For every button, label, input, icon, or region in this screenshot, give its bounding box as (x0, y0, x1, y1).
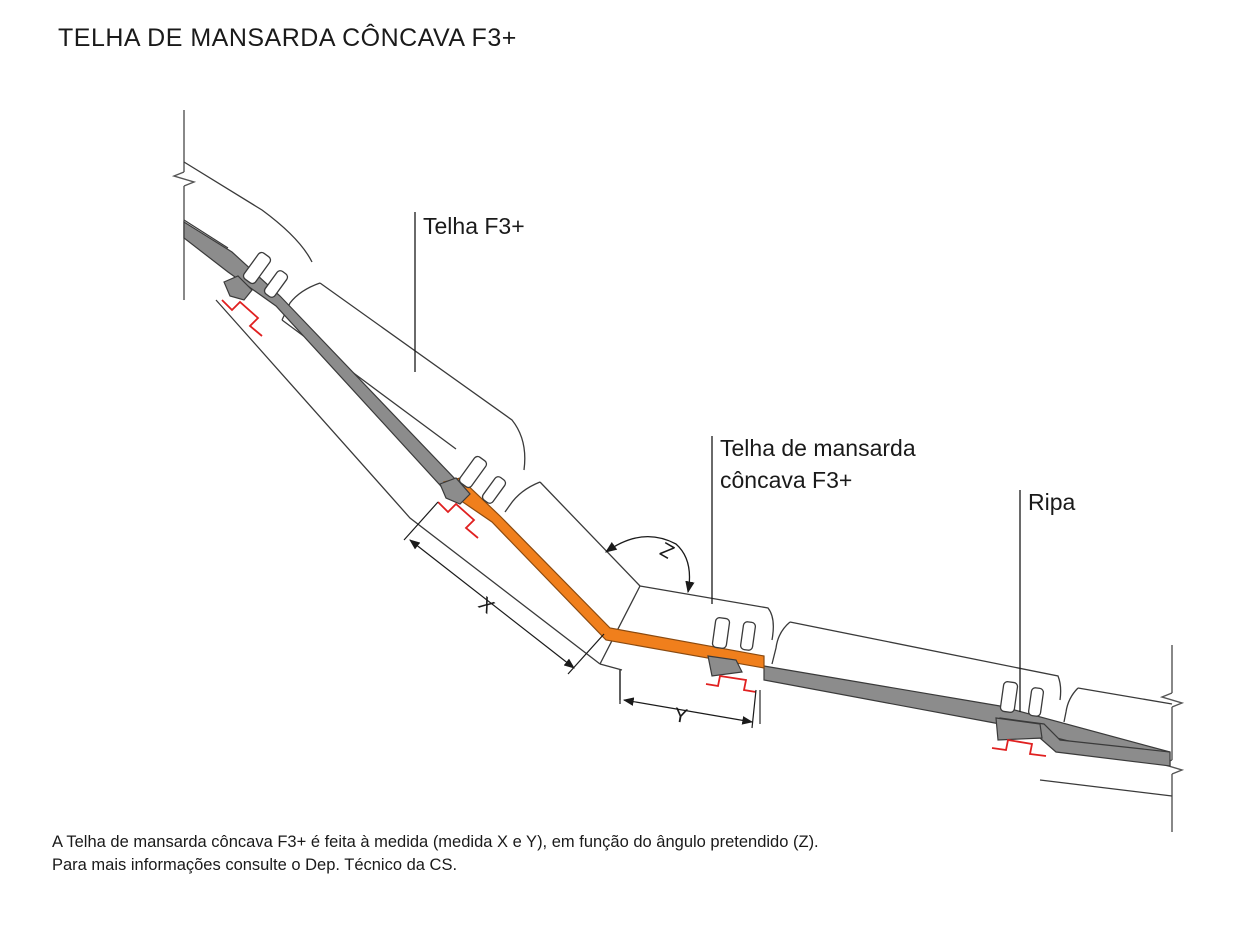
angle-z-arc (605, 536, 695, 594)
mansard-tile (442, 477, 765, 669)
label-mansarda-line1: Telha de mansarda (720, 435, 916, 461)
dimension-x-label: X (474, 593, 498, 619)
footnote-line-1: A Telha de mansarda côncava F3+ é feita … (52, 833, 819, 851)
fixing-clips (242, 251, 1045, 717)
dimension-y-label: Y (672, 704, 689, 728)
right-wall-break (1159, 645, 1185, 832)
footnote-line-2: Para mais informações consulte o Dep. Té… (52, 856, 458, 874)
label-telha-f3: Telha F3+ (423, 213, 525, 239)
page-title: TELHA DE MANSARDA CÔNCAVA F3+ (58, 24, 517, 52)
battens (221, 299, 1047, 757)
batten-3 (705, 674, 757, 693)
label-ripa: Ripa (1028, 489, 1076, 515)
batten-2 (437, 501, 479, 539)
left-wall-break (171, 110, 197, 300)
batten-4 (991, 738, 1047, 757)
footnote: A Telha de mansarda côncava F3+ é feita … (52, 831, 819, 877)
dimension-y (619, 670, 757, 729)
dimension-x (403, 501, 605, 675)
clip-1 (242, 251, 289, 298)
batten-1 (221, 299, 263, 337)
angle-z-label: Z (657, 537, 679, 562)
clip-3 (711, 617, 757, 651)
clip-4 (999, 681, 1045, 717)
lower-tiles-outline (599, 585, 1173, 797)
tile-nibs (223, 275, 1043, 741)
label-mansarda-line2: côncava F3+ (720, 467, 852, 493)
clip-2 (458, 455, 507, 504)
upper-tile-body (183, 220, 463, 497)
